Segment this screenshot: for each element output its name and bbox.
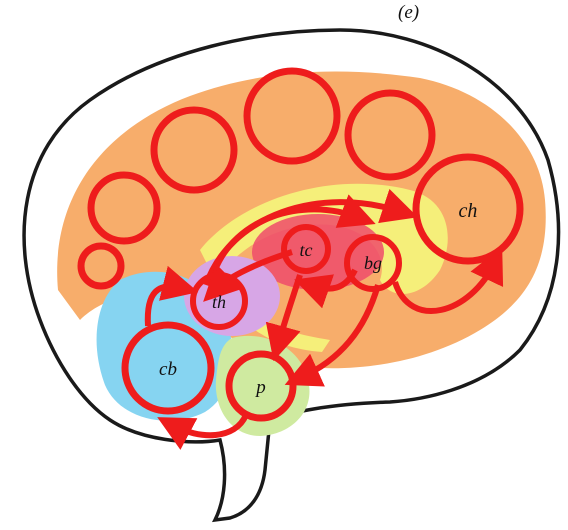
loop-arrows	[144, 188, 504, 450]
node-ch: ch	[412, 153, 524, 265]
node-ch-label: ch	[459, 200, 478, 222]
node-tc-label: tc	[300, 240, 313, 260]
node-cb-label: cb	[159, 359, 177, 380]
node-th-circle	[190, 272, 248, 330]
panel-label: (e)	[398, 2, 420, 23]
node-bg-label: bg	[364, 253, 382, 273]
node-p-circle	[225, 350, 297, 422]
cortex-circle	[344, 89, 436, 181]
arrow-cortex-to-tc	[212, 194, 376, 272]
arrow-bg-to-p	[284, 284, 381, 387]
cortex-circle	[243, 67, 341, 165]
arrow-tc-to-th	[203, 249, 293, 302]
node-tc-circle	[281, 224, 331, 274]
cortex-circle	[150, 106, 238, 194]
arrow-bg-to-ch	[392, 246, 504, 314]
arrow-p-to-cb	[157, 413, 249, 450]
node-bg-circle	[344, 234, 402, 292]
node-cb: cb	[121, 321, 215, 415]
cortex-circle	[87, 171, 161, 245]
arrow-cb-to-th	[144, 265, 199, 327]
node-th: th	[190, 272, 248, 330]
node-cb-circle	[121, 321, 215, 415]
node-tc: tc	[281, 224, 331, 274]
node-bg: bg	[344, 234, 402, 292]
node-p: p	[225, 350, 297, 422]
node-p-label: p	[254, 377, 266, 398]
cortex-circle	[77, 242, 125, 290]
node-th-label: th	[212, 292, 226, 312]
node-ch-circle	[412, 153, 524, 265]
cortical-columns	[77, 67, 436, 290]
